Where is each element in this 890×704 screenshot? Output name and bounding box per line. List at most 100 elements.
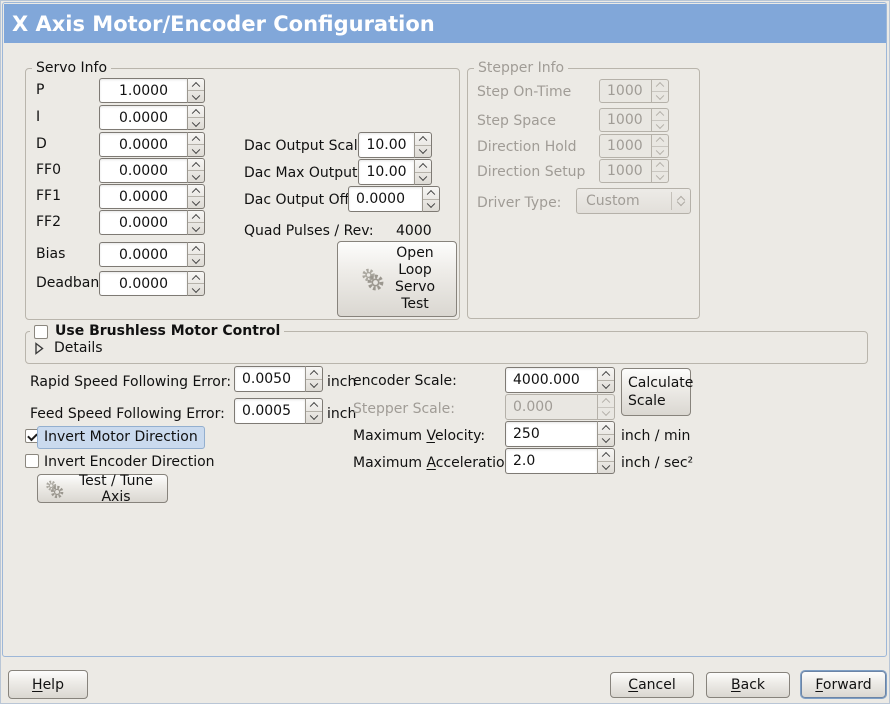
dac-output-offset-input[interactable] (348, 186, 423, 212)
spin-down-icon[interactable] (188, 197, 204, 208)
cancel-button[interactable]: Cancel (610, 672, 694, 698)
spin-down-icon[interactable] (415, 173, 431, 185)
servo-d-spinbox[interactable] (99, 132, 205, 157)
spin-buttons[interactable] (598, 448, 615, 474)
feed-following-error-input[interactable] (234, 398, 306, 424)
spin-buttons[interactable] (188, 210, 205, 235)
spin-up-icon[interactable] (188, 159, 204, 171)
spin-buttons[interactable] (188, 105, 205, 130)
max-acceleration-input[interactable] (505, 448, 598, 474)
servo-i-spinbox[interactable] (99, 105, 205, 130)
spin-down-icon[interactable] (188, 91, 204, 102)
spin-up-icon[interactable] (188, 272, 204, 284)
dac-output-offset-spinbox[interactable] (348, 186, 440, 212)
spin-down-icon[interactable] (598, 435, 614, 447)
use-brushless-checkbox[interactable] (34, 324, 48, 339)
spin-up-icon[interactable] (188, 243, 204, 255)
servo-i-input[interactable] (99, 105, 188, 130)
max-velocity-label: Maximum Velocity: (353, 428, 486, 444)
spin-down-icon[interactable] (306, 380, 322, 392)
spin-down-icon[interactable] (188, 255, 204, 266)
servo-bias-input[interactable] (99, 242, 188, 267)
spin-down-icon[interactable] (423, 200, 439, 212)
spin-buttons[interactable] (423, 186, 440, 212)
rapid-following-error-input[interactable] (234, 366, 306, 392)
spin-up-icon[interactable] (188, 211, 204, 223)
spin-buttons[interactable] (598, 421, 615, 447)
dac-output-scale-input[interactable] (358, 132, 415, 158)
servo-ff1-input[interactable] (99, 184, 188, 209)
spin-up-icon[interactable] (598, 449, 614, 462)
encoder-scale-input[interactable] (505, 367, 598, 393)
spin-up-icon[interactable] (415, 160, 431, 173)
spin-buttons[interactable] (188, 78, 205, 103)
spin-down-icon[interactable] (415, 146, 431, 158)
dac-max-output-spinbox[interactable] (358, 159, 432, 185)
feed-following-error-spinbox[interactable] (234, 398, 323, 424)
spin-up-icon[interactable] (188, 133, 204, 145)
servo-p-spinbox[interactable] (99, 78, 205, 103)
spin-up-icon[interactable] (598, 422, 614, 435)
spin-buttons[interactable] (306, 398, 323, 424)
calculate-scale-button[interactable]: Calculate Scale (621, 368, 693, 416)
max-velocity-spinbox[interactable] (505, 421, 615, 447)
spin-up-icon[interactable] (415, 133, 431, 146)
help-button[interactable]: Help (8, 670, 88, 699)
spin-buttons[interactable] (188, 158, 205, 183)
invert-motor-label[interactable]: Invert Motor Direction (37, 426, 205, 449)
servo-deadband-spinbox[interactable] (99, 271, 205, 296)
spin-down-icon[interactable] (306, 412, 322, 424)
encoder-scale-spinbox[interactable] (505, 367, 615, 393)
stepper-scale-spinbox (505, 394, 615, 420)
servo-ff1-spinbox[interactable] (99, 184, 205, 209)
spin-down-icon[interactable] (188, 284, 204, 295)
servo-bias-spinbox[interactable] (99, 242, 205, 267)
spin-buttons[interactable] (415, 159, 432, 185)
spin-up-icon[interactable] (188, 106, 204, 118)
max-acceleration-spinbox[interactable] (505, 448, 615, 474)
spin-down-icon[interactable] (188, 171, 204, 182)
rapid-following-error-spinbox[interactable] (234, 366, 323, 392)
spin-up-icon[interactable] (598, 368, 614, 381)
spin-buttons[interactable] (188, 242, 205, 267)
spin-up-icon[interactable] (423, 187, 439, 200)
servo-ff0-input[interactable] (99, 158, 188, 183)
servo-ff2-spinbox[interactable] (99, 210, 205, 235)
test-tune-axis-button[interactable]: Test / Tune Axis (37, 473, 168, 505)
spin-down-icon[interactable] (188, 223, 204, 234)
max-velocity-input[interactable] (505, 421, 598, 447)
spin-buttons[interactable] (188, 132, 205, 157)
forward-button[interactable]: Forward (801, 671, 886, 698)
spin-up-icon[interactable] (188, 185, 204, 197)
spin-buttons[interactable] (598, 367, 615, 393)
invert-encoder-label[interactable]: Invert Encoder Direction (44, 454, 215, 470)
spin-buttons[interactable] (188, 271, 205, 296)
servo-ff2-input[interactable] (99, 210, 188, 235)
details-expander[interactable]: Details (34, 338, 103, 358)
spin-up-icon[interactable] (188, 79, 204, 91)
open-loop-servo-test-button[interactable]: Open Loop Servo Test (337, 241, 457, 317)
invert-encoder-checkbox[interactable] (25, 454, 39, 468)
spin-down-icon[interactable] (188, 118, 204, 129)
servo-deadband-input[interactable] (99, 271, 188, 296)
dropdown-arrows-icon (672, 189, 690, 213)
quad-pulses-label: Quad Pulses / Rev: (244, 223, 374, 239)
spin-down-icon[interactable] (188, 145, 204, 156)
spin-up-icon[interactable] (306, 367, 322, 380)
details-label: Details (54, 340, 103, 356)
spin-buttons[interactable] (306, 366, 323, 392)
back-button[interactable]: Back (706, 672, 790, 698)
step-space-label: Step Space (477, 113, 556, 129)
servo-p-input[interactable] (99, 78, 188, 103)
spin-down-icon[interactable] (598, 462, 614, 474)
dac-output-scale-spinbox[interactable] (358, 132, 432, 158)
dac-max-output-input[interactable] (358, 159, 415, 185)
spin-up-icon[interactable] (306, 399, 322, 412)
servo-d-input[interactable] (99, 132, 188, 157)
servo-ff0-spinbox[interactable] (99, 158, 205, 183)
page-frame (2, 2, 887, 657)
spin-buttons[interactable] (415, 132, 432, 158)
servo-param-label: I (36, 109, 41, 125)
spin-down-icon[interactable] (598, 381, 614, 393)
spin-buttons[interactable] (188, 184, 205, 209)
